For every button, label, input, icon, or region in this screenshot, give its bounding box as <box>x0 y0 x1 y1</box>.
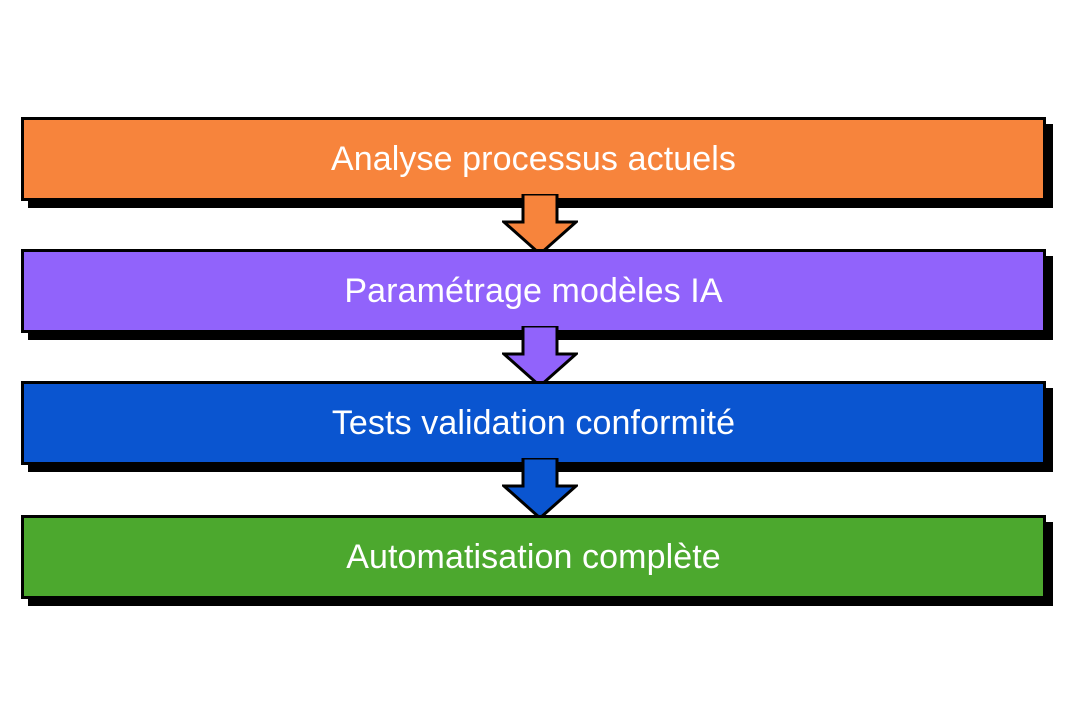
down-arrow-icon <box>502 194 578 256</box>
flowchart-connector-arrow-3 <box>502 458 578 520</box>
flowchart-step-label: Analyse processus actuels <box>330 140 737 178</box>
flowchart-step-automatisation-complete[interactable]: Automatisation complète <box>21 515 1046 599</box>
flowchart-connector-arrow-1 <box>502 194 578 256</box>
flowchart-step-label: Automatisation complète <box>346 538 721 576</box>
down-arrow-icon <box>502 458 578 520</box>
flowchart-step-analyse-processus-actuels[interactable]: Analyse processus actuels <box>21 117 1046 201</box>
flowchart-step-label: Tests validation conformité <box>331 404 736 442</box>
flowchart-step-label: Paramétrage modèles IA <box>344 272 723 310</box>
flowchart-connector-arrow-2 <box>502 326 578 388</box>
down-arrow-icon <box>502 326 578 388</box>
flowchart-step-parametrage-modeles-ia[interactable]: Paramétrage modèles IA <box>21 249 1046 333</box>
flowchart-step-tests-validation-conformite[interactable]: Tests validation conformité <box>21 381 1046 465</box>
